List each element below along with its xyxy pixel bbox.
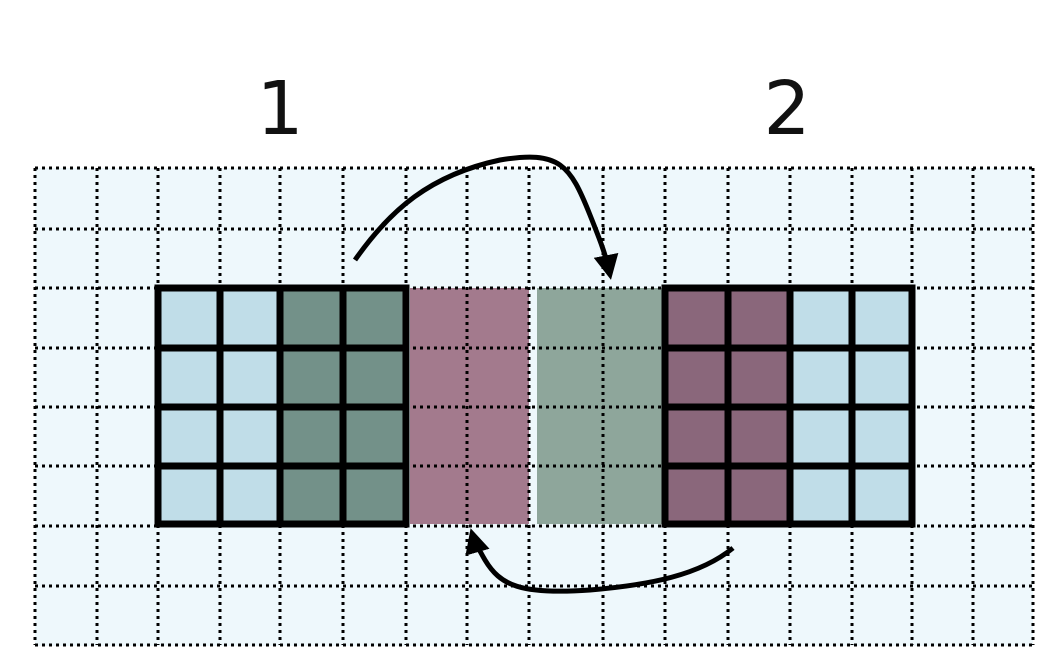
block-1-solid-grid <box>154 284 410 528</box>
block-label-1: 1 <box>256 66 304 152</box>
block-label-2: 2 <box>763 66 811 152</box>
curved-arrow-left-icon <box>465 528 735 594</box>
block-2-solid-grid <box>661 284 916 528</box>
curved-arrow-right-icon <box>352 154 619 280</box>
ghost-region-green <box>537 288 662 524</box>
